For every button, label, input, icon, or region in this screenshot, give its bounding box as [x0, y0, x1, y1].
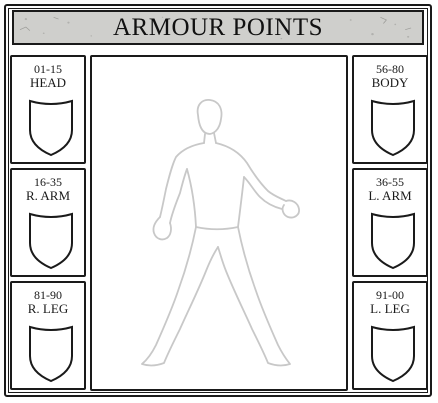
body-part-label: HEAD — [12, 76, 84, 90]
location-right-leg: 81-90 R. LEG — [10, 281, 86, 390]
left-locations: 01-15 HEAD 16-35 R. ARM 81-90 R. LEG — [10, 55, 86, 391]
location-right-arm: 16-35 R. ARM — [10, 168, 86, 277]
page-title: ARMOUR POINTS — [113, 14, 323, 42]
location-head: 01-15 HEAD — [10, 55, 86, 164]
location-left-leg: 91-00 L. LEG — [352, 281, 428, 390]
location-body: 56-80 BODY — [352, 55, 428, 164]
title-banner: ARMOUR POINTS — [12, 10, 424, 45]
shield-icon[interactable] — [369, 98, 417, 158]
right-locations: 56-80 BODY 36-55 L. ARM 91-00 L. LEG — [352, 55, 428, 391]
body-part-label: L. LEG — [354, 302, 426, 316]
location-left-arm: 36-55 L. ARM — [352, 168, 428, 277]
body-part-label: BODY — [354, 76, 426, 90]
shield-icon[interactable] — [27, 98, 75, 158]
shield-icon[interactable] — [369, 211, 417, 271]
shield-icon[interactable] — [27, 211, 75, 271]
body-part-label: L. ARM — [354, 189, 426, 203]
figure-panel — [90, 55, 348, 391]
human-figure-icon — [92, 57, 346, 389]
shield-icon[interactable] — [27, 324, 75, 384]
body-part-label: R. LEG — [12, 302, 84, 316]
shield-icon[interactable] — [369, 324, 417, 384]
body-part-label: R. ARM — [12, 189, 84, 203]
